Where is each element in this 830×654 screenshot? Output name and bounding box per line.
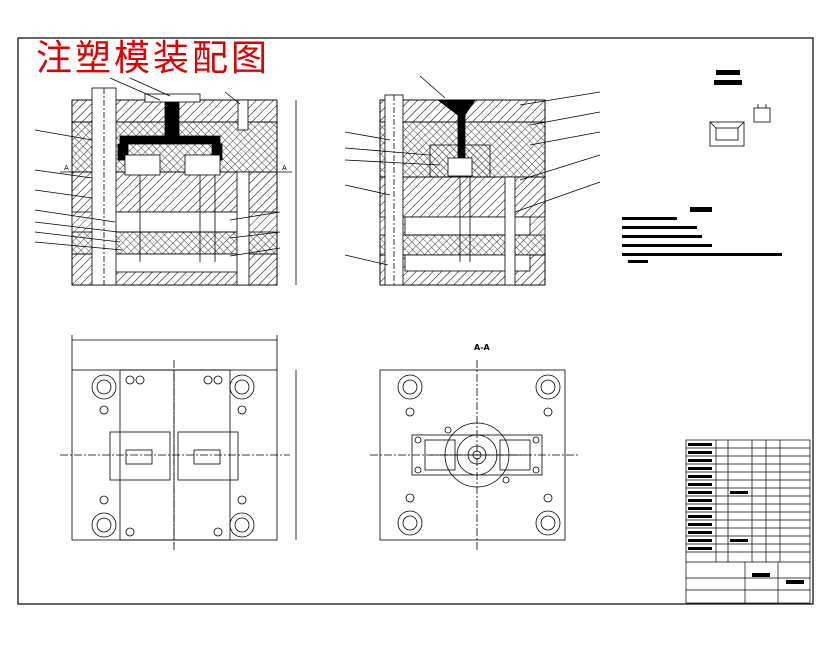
product-sketch xyxy=(709,104,771,147)
front-section-view-right xyxy=(344,75,601,286)
drawing-title: 注塑模装配图 xyxy=(36,38,271,79)
product-sketch-caption xyxy=(714,70,742,85)
plan-view-section-aa xyxy=(370,360,580,550)
sheet-border xyxy=(17,37,814,605)
bom-title-block xyxy=(685,439,811,604)
section-mark-left-a: A xyxy=(64,164,69,172)
bom-title-block-text-marks xyxy=(688,443,804,584)
section-mark-right-a: A xyxy=(282,164,287,172)
section-aa-label: A-A xyxy=(474,343,491,352)
technical-notes xyxy=(622,207,782,263)
front-section-view-left xyxy=(34,77,297,286)
plan-view-left xyxy=(60,335,297,550)
